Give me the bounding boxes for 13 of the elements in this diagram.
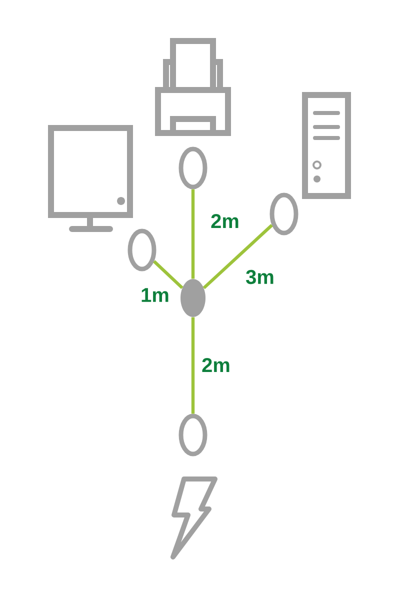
edge-label: 2m <box>202 358 230 372</box>
edge-label: 1m <box>142 288 168 302</box>
cable-line <box>191 317 195 414</box>
socket-ring <box>178 146 208 190</box>
cable-line <box>152 260 184 290</box>
edge-label: 2m <box>211 214 238 228</box>
cable-line <box>191 189 195 279</box>
socket-ring <box>270 192 298 236</box>
socket-ring <box>178 414 208 456</box>
junction-dot <box>180 279 206 317</box>
edge-label: 3m <box>246 270 274 284</box>
cable-line <box>202 224 273 290</box>
socket-ring <box>128 228 156 272</box>
